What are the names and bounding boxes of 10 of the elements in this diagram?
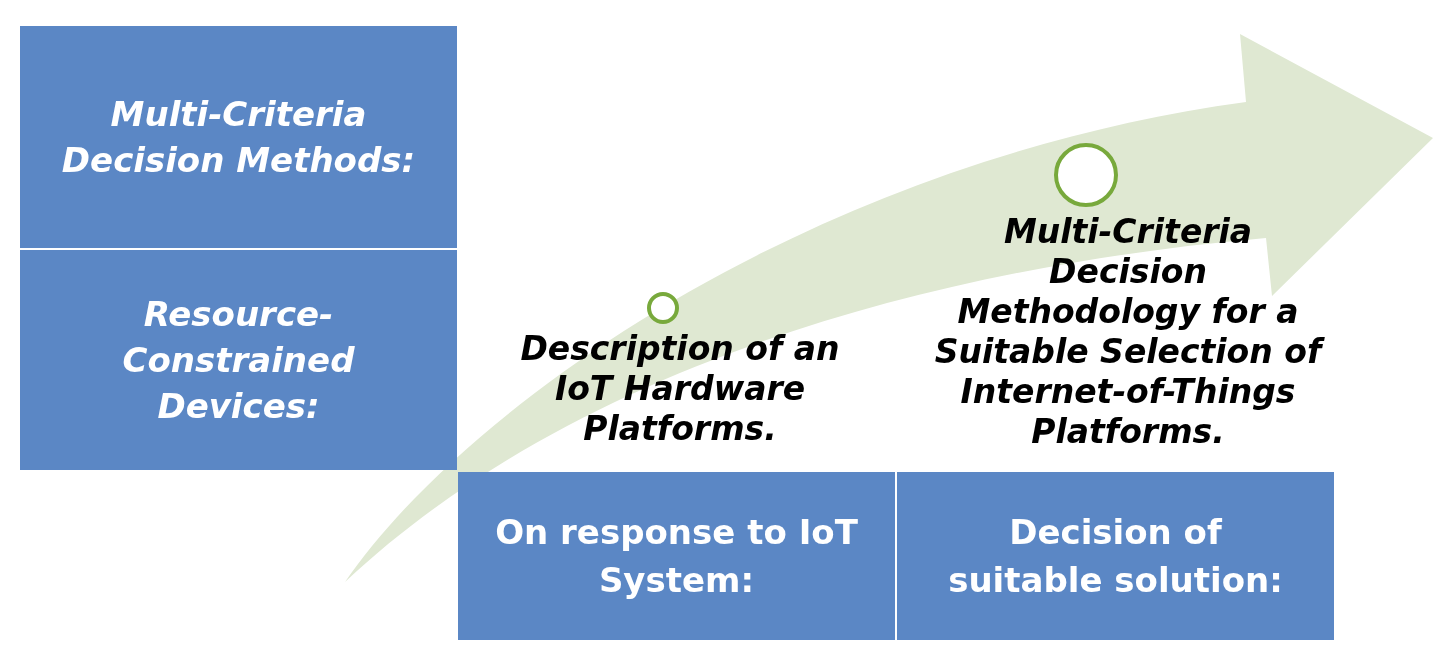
step-caption: Multi-Criteria Decision Methodology for a Suitable Selection of Internet-of-Things Platforms. (923, 212, 1333, 452)
row-heading: Multi-Criteria Decision Methods: (60, 93, 417, 182)
row-heading: Resource-Constrained Devices: (121, 293, 356, 428)
heading-panel (20, 26, 457, 248)
step-caption: Description of an IoT Hardware Platforms. (519, 329, 841, 449)
heading-panel (897, 472, 1334, 640)
column-heading: Decision of suitable solution: (947, 511, 1284, 602)
heading-panel (458, 472, 895, 640)
column-heading: On response to IoT System: (494, 511, 859, 602)
heading-panel (20, 250, 457, 470)
